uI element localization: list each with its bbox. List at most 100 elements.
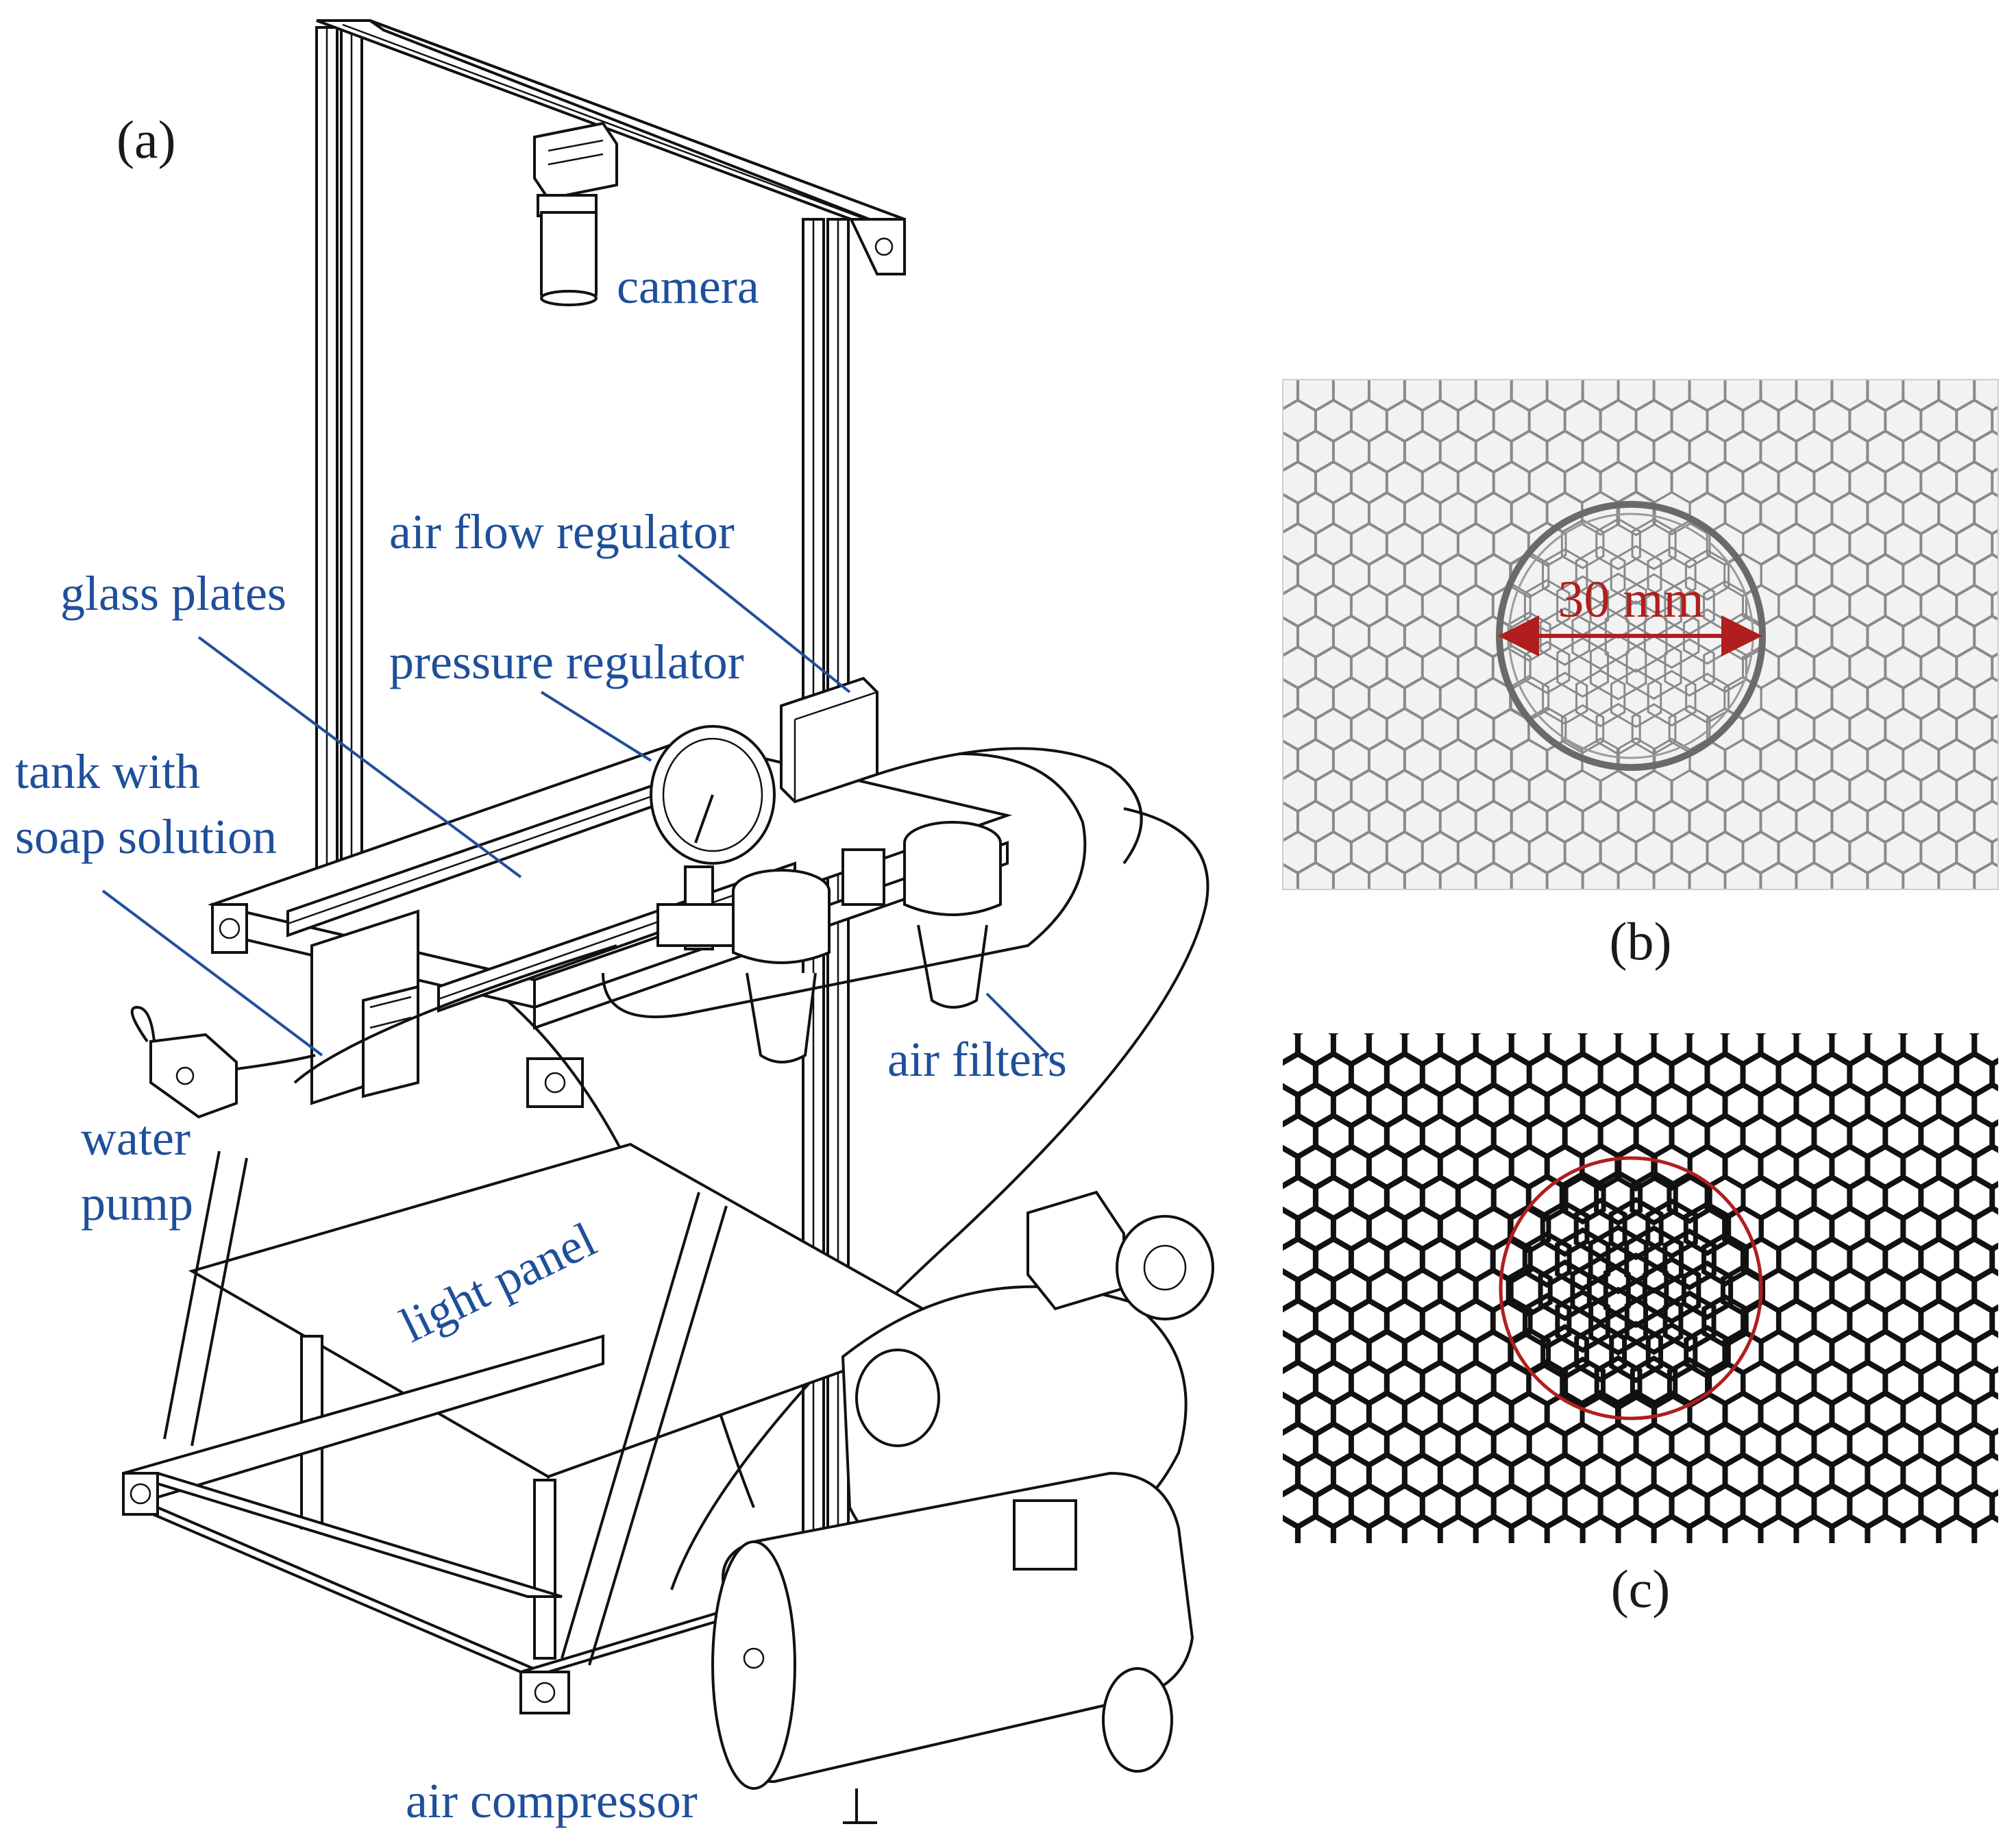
label-water-line2: pump bbox=[81, 1176, 193, 1231]
foam-cell bbox=[1902, 380, 1905, 381]
foam-cell bbox=[1245, 1240, 1280, 1280]
foam-cell bbox=[1436, 1033, 1445, 1036]
foam-cell bbox=[1542, 1033, 1551, 1036]
foam-cell bbox=[1609, 1320, 1663, 1383]
foam-cell bbox=[1645, 1198, 1698, 1259]
foam-cell bbox=[1990, 1120, 1998, 1153]
foam-cell bbox=[1471, 1033, 1480, 1036]
foam-cell bbox=[1331, 380, 1335, 381]
foam-cell bbox=[1630, 1170, 1678, 1226]
foam-cell bbox=[1662, 1290, 1717, 1352]
foam-cell bbox=[1522, 1231, 1572, 1288]
foam-cell bbox=[1575, 545, 1626, 604]
foam-cell bbox=[1595, 517, 1641, 571]
foam-cell bbox=[1721, 1033, 1730, 1036]
foam-cell bbox=[1863, 1033, 1872, 1036]
foam-cell bbox=[1614, 1033, 1623, 1036]
panel-b-border bbox=[1282, 379, 1999, 890]
label-tank-line2: soap solution bbox=[15, 809, 277, 864]
foam-cell bbox=[1367, 380, 1370, 381]
foam-cell bbox=[1555, 1289, 1610, 1353]
foam-cell bbox=[1899, 1033, 1908, 1036]
panel-b-letter: (b) bbox=[1610, 911, 1672, 971]
label-pressure-regulator: pressure regulator bbox=[389, 635, 744, 689]
foam-cell bbox=[1642, 1256, 1701, 1325]
foam-cells-c bbox=[1245, 993, 2016, 1543]
foam-cell bbox=[1631, 517, 1677, 571]
foam-cell bbox=[1245, 339, 1280, 380]
panel-a-letter: (a) bbox=[116, 110, 176, 169]
foam-cell bbox=[1245, 1055, 1280, 1095]
foam-cell bbox=[1296, 380, 1299, 381]
foam-cell bbox=[1795, 380, 1798, 381]
foam-cell bbox=[1438, 380, 1442, 381]
foam-cell bbox=[1245, 1363, 1280, 1403]
foam-cell bbox=[1560, 519, 1605, 569]
photo-c-background bbox=[1283, 1033, 1998, 1543]
foam-cell bbox=[1559, 1170, 1606, 1225]
air-compressor-device bbox=[711, 1190, 1214, 1824]
foam-cell bbox=[1973, 380, 1976, 381]
foam-cell bbox=[1545, 380, 1549, 381]
panel-c-letter: (c) bbox=[1611, 1559, 1671, 1619]
foam-cell bbox=[1542, 548, 1588, 602]
foam-cell bbox=[1578, 1033, 1587, 1036]
foam-cell bbox=[1245, 1425, 1280, 1465]
foam-cell bbox=[1991, 714, 1998, 744]
foam-cell bbox=[1245, 771, 1280, 811]
foam-cell bbox=[1991, 529, 1998, 559]
camera-device bbox=[533, 121, 618, 306]
foam-cell bbox=[1245, 401, 1280, 441]
foam-cell bbox=[1974, 861, 1998, 889]
foam-cell bbox=[1972, 1514, 1998, 1543]
foam-cell bbox=[1245, 833, 1280, 873]
panel-c-binary bbox=[1245, 993, 2016, 1543]
foam-cell bbox=[1647, 669, 1697, 727]
foam-cell bbox=[1245, 993, 1280, 1033]
foam-cell bbox=[1991, 406, 1998, 436]
tank-device bbox=[310, 909, 419, 1105]
foam-cell bbox=[1574, 1321, 1627, 1383]
label-glass-plates: glass plates bbox=[60, 566, 286, 621]
foam-cell bbox=[1245, 709, 1280, 750]
foam-cell bbox=[1828, 1033, 1836, 1036]
foam-cell bbox=[1538, 1259, 1592, 1322]
foam-cell bbox=[1991, 652, 1998, 682]
foam-cell bbox=[1990, 1428, 1998, 1461]
foam-cell bbox=[1610, 545, 1662, 605]
measurement-label: 30 mm bbox=[1558, 571, 1704, 628]
foam-cell bbox=[1507, 1033, 1516, 1036]
foam-cell bbox=[1581, 380, 1584, 381]
label-air-compressor: air compressor bbox=[406, 1773, 698, 1828]
air-filters-device bbox=[732, 821, 1002, 1063]
foam-cell bbox=[1990, 1058, 1998, 1091]
foam-cell bbox=[1830, 380, 1834, 381]
foam-cell bbox=[1993, 993, 2016, 1033]
foam-cell bbox=[1970, 1033, 1979, 1036]
foam-cell bbox=[1991, 837, 1998, 867]
foam-cell bbox=[1364, 1033, 1373, 1036]
foam-cell bbox=[1624, 1287, 1684, 1355]
foam-cell bbox=[1245, 524, 1280, 565]
foam-cell bbox=[1245, 586, 1280, 626]
foam-cell bbox=[1294, 1033, 1302, 1036]
foam-cell bbox=[1990, 1305, 1998, 1338]
foam-cell bbox=[1990, 1490, 1998, 1523]
top-beam bbox=[316, 19, 906, 275]
foam-cell bbox=[1245, 463, 1280, 503]
leader-lines bbox=[101, 554, 1050, 1057]
pressure-gauge bbox=[650, 725, 776, 950]
foam-cell bbox=[1400, 1033, 1409, 1036]
foam-cell bbox=[1685, 1033, 1694, 1036]
apparatus-drawing bbox=[122, 19, 1214, 1824]
foam-cell bbox=[1474, 380, 1477, 381]
foam-cell bbox=[1245, 1486, 1280, 1527]
foam-cell bbox=[1555, 1227, 1611, 1292]
foam-cell bbox=[1594, 1170, 1643, 1226]
foam-cell bbox=[1990, 1366, 1998, 1399]
foam-cell bbox=[1610, 668, 1662, 728]
foam-cell bbox=[1245, 648, 1280, 688]
foam-cell bbox=[1329, 1033, 1338, 1036]
foam-cell bbox=[1937, 380, 1941, 381]
label-water-line1: water bbox=[81, 1111, 190, 1166]
